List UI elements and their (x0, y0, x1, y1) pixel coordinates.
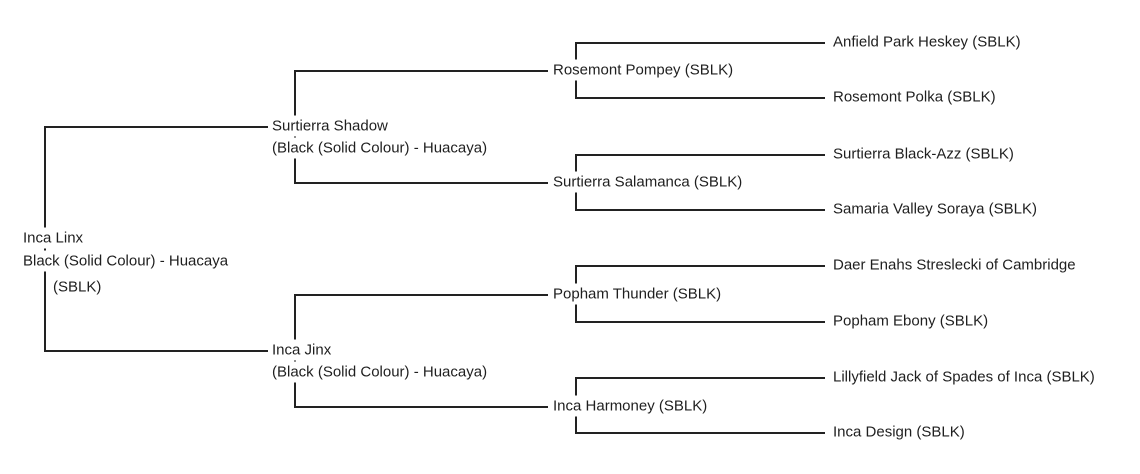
great-grandparent-name: Rosemont Polka (SBLK) (828, 86, 999, 108)
great-grandparent-name: Samaria Valley Soraya (SBLK) (828, 198, 1040, 220)
connector-line-horizontal (575, 432, 825, 434)
connector-line-horizontal (575, 97, 825, 99)
great-grandparent-name: Lillyfield Jack of Spades of Inca (SBLK) (828, 366, 1098, 388)
great-grandparent-name: Daer Enahs Streslecki of Cambridge (828, 254, 1079, 276)
dam-name: Inca Jinx (269, 339, 335, 361)
connector-line-horizontal (294, 294, 548, 296)
great-grandparent-name: Anfield Park Heskey (SBLK) (828, 31, 1024, 53)
great-grandparent-name: Inca Design (SBLK) (828, 421, 968, 443)
connector-line-horizontal (294, 70, 548, 72)
connector-line-horizontal (44, 126, 268, 128)
connector-line-horizontal (575, 265, 825, 267)
connector-line-horizontal (575, 209, 825, 211)
sire-name: Surtierra Shadow (269, 115, 391, 137)
connector-line-horizontal (44, 350, 268, 352)
great-grandparent-name: Popham Ebony (SBLK) (828, 310, 992, 332)
sire-breed: (Black (Solid Colour) - Huacaya) (269, 137, 491, 159)
grandparent-name: Rosemont Pompey (SBLK) (550, 59, 737, 81)
grandparent-name: Popham Thunder (SBLK) (550, 283, 725, 305)
connector-line-horizontal (575, 377, 825, 379)
subject-name: Inca Linx (20, 227, 87, 249)
connector-line-horizontal (575, 42, 825, 44)
connector-line-horizontal (294, 406, 548, 408)
grandparent-name: Surtierra Salamanca (SBLK) (550, 171, 746, 193)
subject-registry: (SBLK) (50, 276, 105, 298)
connector-line-horizontal (575, 154, 825, 156)
dam-breed: (Black (Solid Colour) - Huacaya) (269, 361, 491, 383)
subject-breed: Black (Solid Colour) - Huacaya (20, 250, 232, 272)
connector-line-horizontal (575, 321, 825, 323)
connector-line-horizontal (294, 182, 548, 184)
grandparent-name: Inca Harmoney (SBLK) (550, 395, 711, 417)
great-grandparent-name: Surtierra Black-Azz (SBLK) (828, 143, 1017, 165)
